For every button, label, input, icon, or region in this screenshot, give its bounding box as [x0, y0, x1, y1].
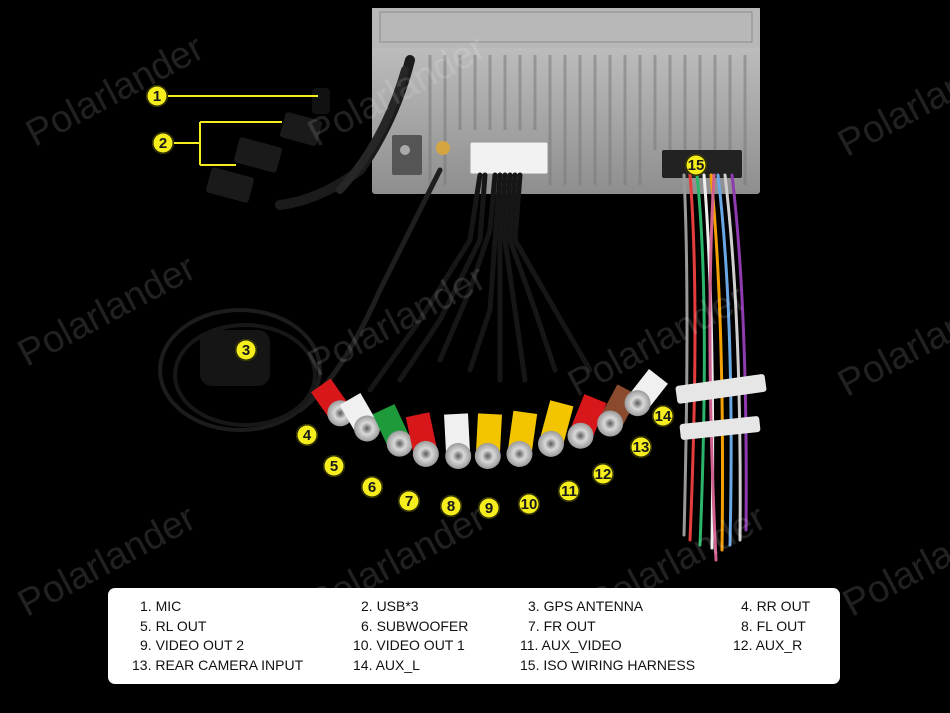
callout-1: 1: [146, 85, 168, 107]
legend-item-5: 5. RL OUT: [140, 618, 207, 634]
legend-item-15: 15. ISO WIRING HARNESS: [520, 657, 696, 673]
legend-item-7: 7. FR OUT: [528, 618, 596, 634]
callout-5: 5: [323, 455, 345, 477]
harness-tags: [675, 374, 767, 440]
legend-item-10: 10. VIDEO OUT 1: [353, 637, 465, 653]
legend-item-14: 14. AUX_L: [353, 657, 420, 673]
callout-6: 6: [361, 476, 383, 498]
callout-10: 10: [518, 493, 540, 515]
legend-item-4: 4. RR OUT: [741, 598, 811, 614]
callout-9: 9: [478, 497, 500, 519]
callout-14: 14: [652, 405, 674, 427]
callout-8: 8: [440, 495, 462, 517]
leader-lines: [168, 95, 318, 166]
legend-item-11: 11. AUX_VIDEO: [520, 637, 622, 653]
legend-item-9: 9. VIDEO OUT 2: [140, 637, 244, 653]
usb-plugs: [206, 88, 330, 203]
head-unit-chassis: [372, 8, 760, 194]
legend-item-8: 8. FL OUT: [741, 618, 806, 634]
callout-7: 7: [398, 490, 420, 512]
gps-antenna: [158, 308, 322, 432]
legend-panel: 1. MIC 2. USB*3 3. GPS ANTENNA 4. RR OUT…: [108, 588, 840, 684]
rca-connectors: [310, 368, 668, 469]
legend-item-2: 2. USB*3: [361, 598, 419, 614]
legend-item-6: 6. SUBWOOFER: [361, 618, 469, 634]
legend-item-1: 1. MIC: [140, 598, 182, 614]
wiring: [275, 55, 748, 562]
callout-11: 11: [558, 480, 580, 502]
callout-3: 3: [235, 339, 257, 361]
callout-12: 12: [592, 463, 614, 485]
callout-2: 2: [152, 132, 174, 154]
callout-4: 4: [296, 424, 318, 446]
callout-13: 13: [630, 436, 652, 458]
legend-item-12: 12. AUX_R: [733, 637, 803, 653]
legend-item-13: 13. REAR CAMERA INPUT: [132, 657, 304, 673]
callout-15: 15: [685, 154, 707, 176]
legend-item-3: 3. GPS ANTENNA: [528, 598, 644, 614]
